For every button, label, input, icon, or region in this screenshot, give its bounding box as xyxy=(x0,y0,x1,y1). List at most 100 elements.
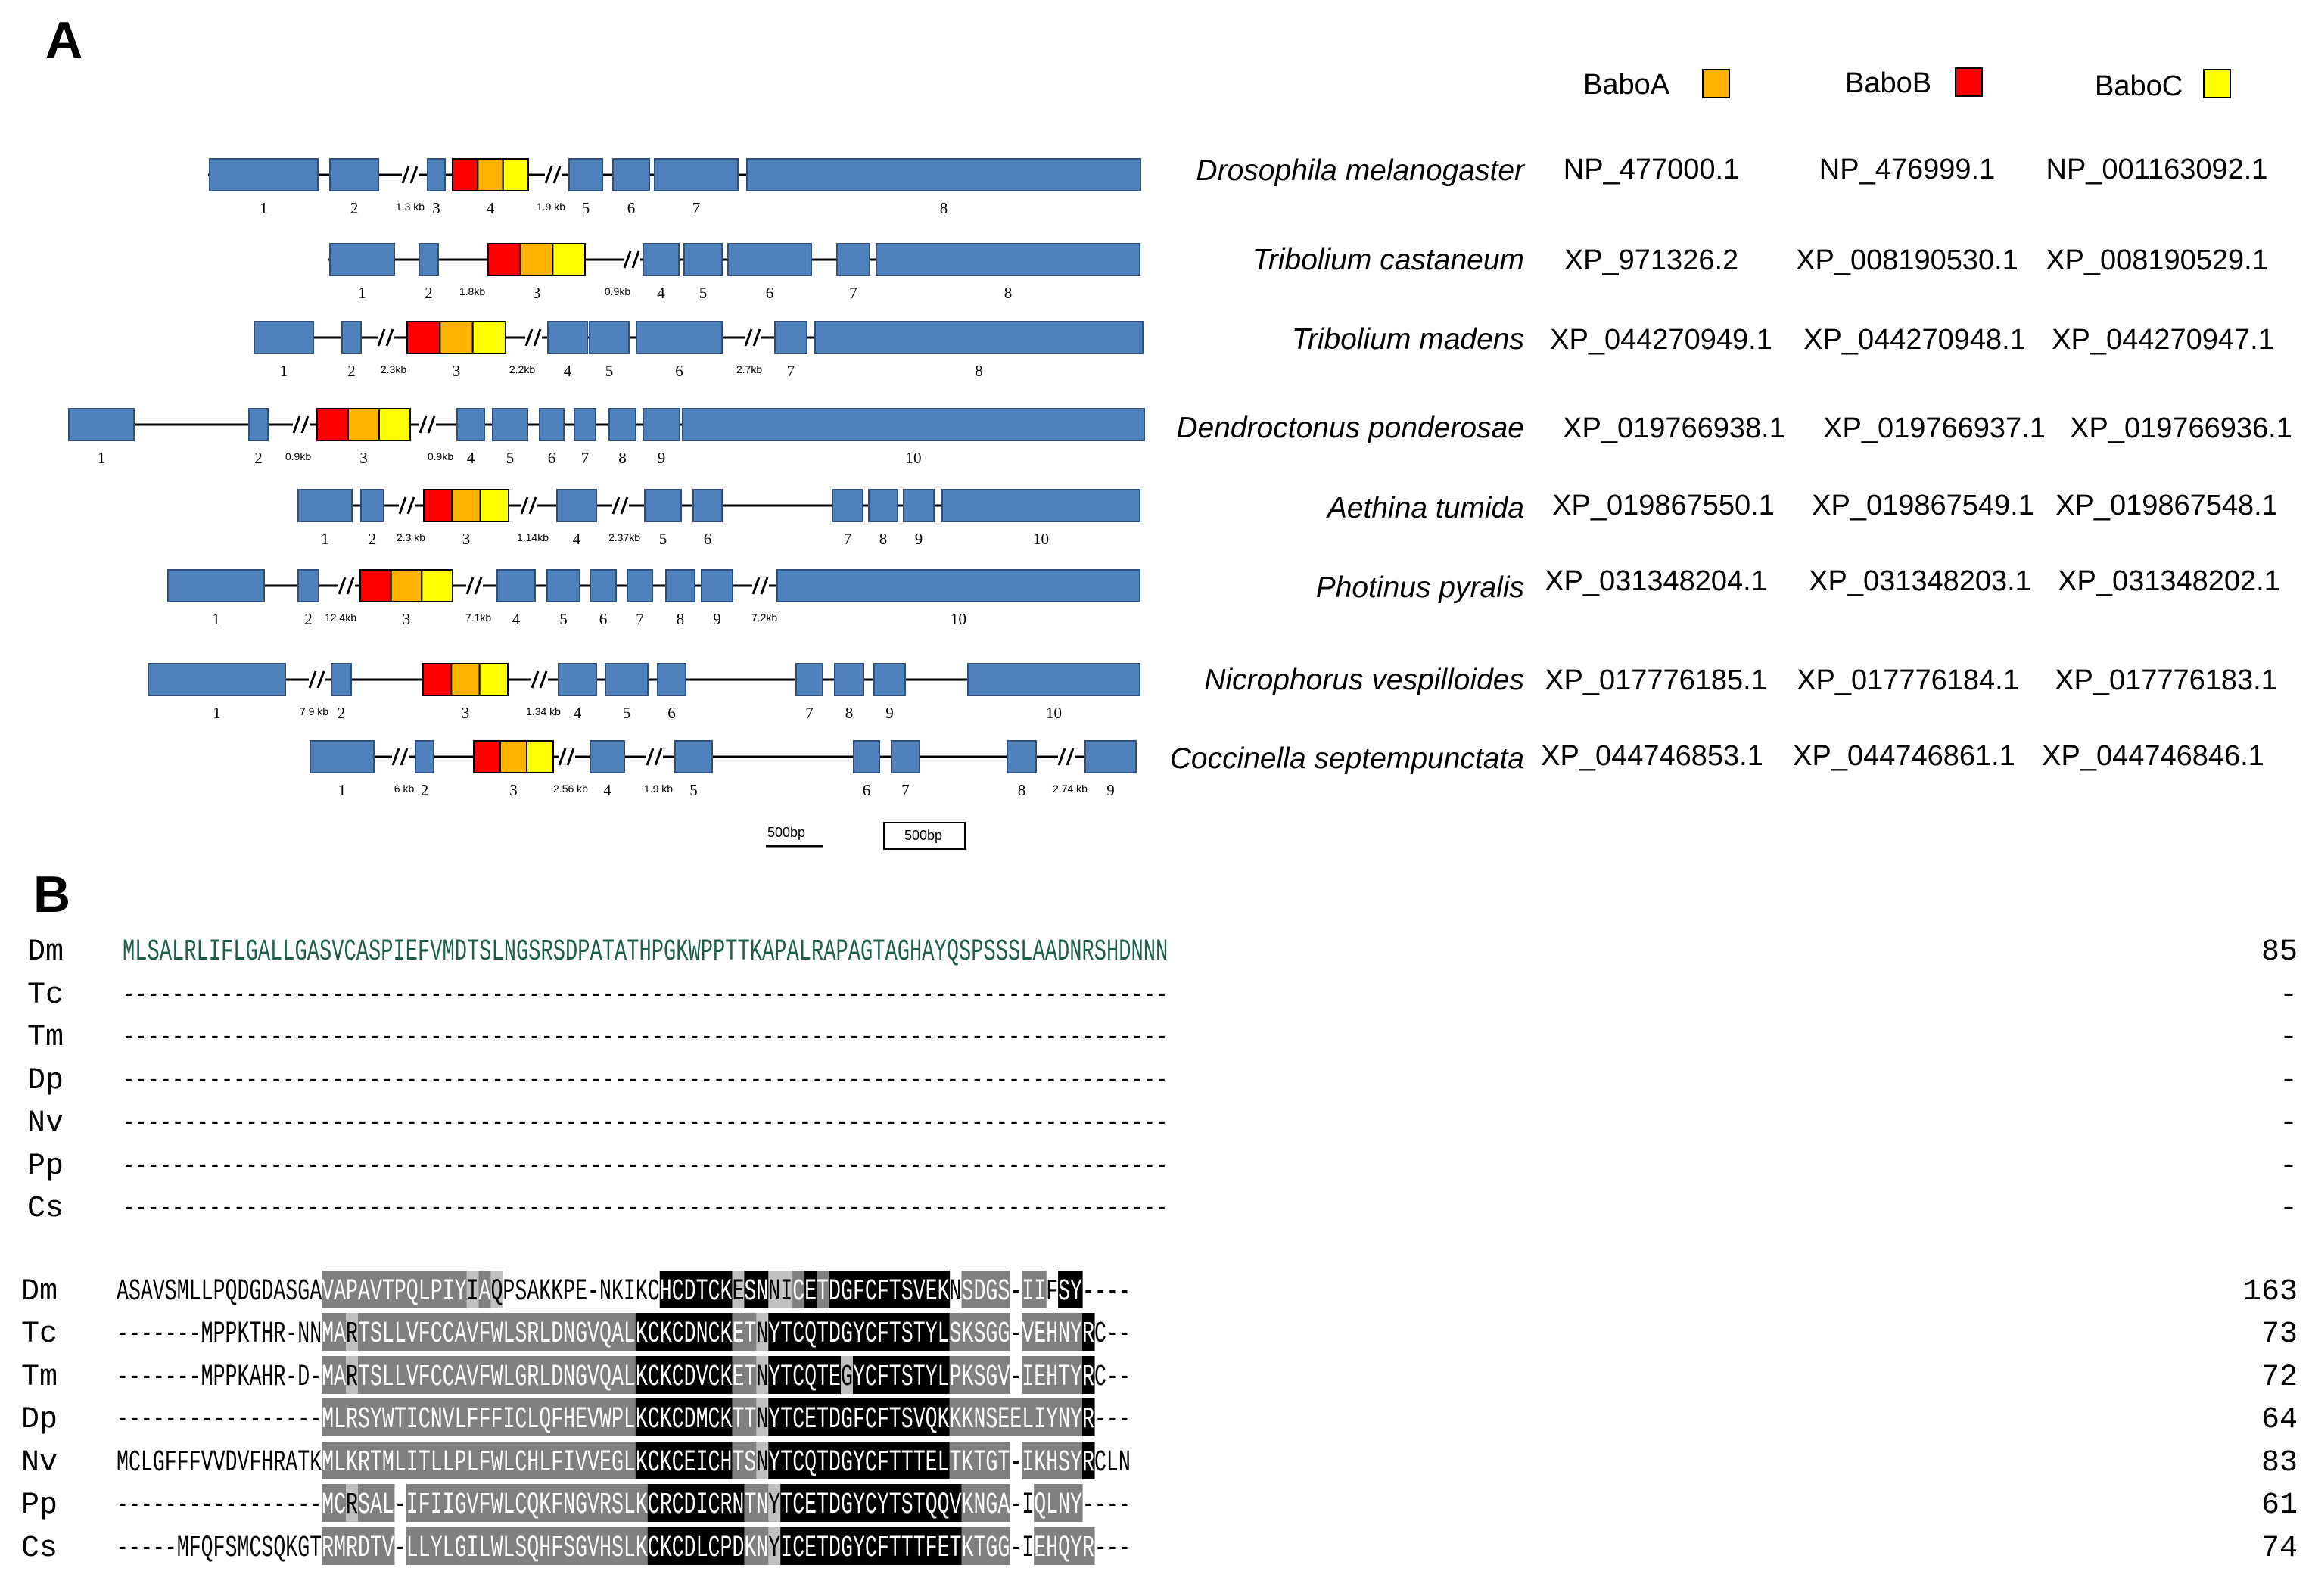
residue-shade xyxy=(876,1484,890,1522)
residue-shade xyxy=(635,1313,649,1351)
residue-shade xyxy=(744,1484,757,1522)
exon-number: 2 xyxy=(254,449,263,467)
residue-shade xyxy=(961,1398,975,1436)
accession-id: XP_031348204.1 xyxy=(1545,565,1767,597)
residue-shade xyxy=(1010,1398,1022,1436)
residue-shade xyxy=(756,1527,769,1565)
exon-box xyxy=(148,663,286,696)
residue-shade xyxy=(720,1271,733,1308)
residue-shade xyxy=(852,1398,866,1436)
residue-shade xyxy=(756,1484,769,1522)
exon-number: 3 xyxy=(359,449,368,467)
residue-shade xyxy=(756,1442,769,1479)
exon-box xyxy=(795,663,823,696)
exon-box xyxy=(456,408,485,441)
residue-shade xyxy=(515,1313,527,1351)
residue-shade xyxy=(961,1484,975,1522)
residue-shade xyxy=(539,1527,552,1565)
residue-shade xyxy=(503,1356,515,1394)
exon-box xyxy=(329,243,395,276)
residue-shade xyxy=(563,1527,576,1565)
residue-shade xyxy=(430,1527,443,1565)
residue-shade xyxy=(515,1356,527,1394)
residue-shade xyxy=(418,1484,431,1522)
intron-length-label: 2.56 kb xyxy=(553,782,588,795)
exon-number: 5 xyxy=(689,781,698,799)
residue-shade xyxy=(430,1484,443,1522)
residue-shade xyxy=(551,1356,564,1394)
residue-shade xyxy=(466,1356,480,1394)
residue-shade xyxy=(708,1271,721,1308)
exon-number: 6 xyxy=(548,449,556,467)
scale-bar: 500bp 500bp xyxy=(766,822,966,850)
sequence-residues: ----------------------------------------… xyxy=(123,1021,1168,1055)
residue-shade xyxy=(852,1356,866,1394)
break-slash xyxy=(623,250,632,269)
break-slash xyxy=(419,415,428,434)
exon-number: 5 xyxy=(506,449,515,467)
intron-length-label: 1.9 kb xyxy=(537,201,565,213)
residue-shade xyxy=(1034,1484,1047,1522)
exon-number: 2 xyxy=(347,362,356,380)
break-slash xyxy=(646,748,655,766)
residue-shade xyxy=(961,1313,975,1351)
residue-shade xyxy=(358,1484,371,1522)
residue-shade xyxy=(937,1398,951,1436)
sequence-name: Dm xyxy=(21,1275,58,1309)
residue-shade xyxy=(937,1484,951,1522)
residue-shade xyxy=(949,1398,963,1436)
residue-shade xyxy=(852,1313,866,1351)
residue-shade xyxy=(611,1356,624,1394)
break-slash xyxy=(558,748,567,766)
alignment-row: Dp-----------------MLRSYWTICNVLFFFICLQFH… xyxy=(21,1398,2298,1437)
residue-count: 73 xyxy=(2261,1318,2298,1352)
intron-length-label: 7.2kb xyxy=(751,611,777,624)
break-mask xyxy=(392,748,409,766)
sequence-residues: -----------------MLRSYWTICNVLFFFICLQFHEV… xyxy=(117,1403,1131,1437)
residue-shade xyxy=(478,1398,492,1436)
accession-id: XP_044270949.1 xyxy=(1550,324,1772,356)
residue-shade xyxy=(720,1527,733,1565)
residue-shade xyxy=(780,1484,793,1522)
residue-shade xyxy=(381,1313,395,1351)
residue-shade xyxy=(864,1398,878,1436)
panel-label-b: B xyxy=(33,866,70,923)
exon-box xyxy=(331,663,352,696)
residue-shade xyxy=(1070,1313,1083,1351)
residue-shade xyxy=(913,1484,926,1522)
residue-shade xyxy=(369,1527,383,1565)
residue-shade xyxy=(780,1398,793,1436)
sequence-residues: ----------------------------------------… xyxy=(123,1106,1168,1140)
exon-box xyxy=(941,489,1140,522)
residue-shade xyxy=(334,1442,347,1479)
residue-shade xyxy=(1046,1527,1059,1565)
residue-shade xyxy=(804,1527,817,1565)
intron-length-label: 1.14kb xyxy=(517,531,549,543)
exon-number: 10 xyxy=(951,610,966,628)
residue-shade xyxy=(623,1356,636,1394)
residue-shade xyxy=(430,1442,443,1479)
residue-count: 74 xyxy=(2261,1532,2298,1566)
break-slash xyxy=(1057,748,1066,766)
residue-shade xyxy=(683,1442,697,1479)
residue-shade xyxy=(1034,1527,1047,1565)
break-slash xyxy=(406,496,415,515)
residue-shade xyxy=(817,1442,829,1479)
accession-id: XP_019867550.1 xyxy=(1552,490,1775,521)
residue-shade xyxy=(611,1484,624,1522)
residue-shade xyxy=(527,1527,540,1565)
residue-count: - xyxy=(2279,978,2298,1013)
residue-shade xyxy=(1082,1313,1095,1351)
residue-shade xyxy=(852,1442,866,1479)
residue-shade xyxy=(334,1356,347,1394)
residue-shade xyxy=(973,1527,986,1565)
residue-shade xyxy=(913,1271,926,1308)
break-mask xyxy=(752,577,769,595)
exon-number: 7 xyxy=(849,284,857,302)
exon-number: 2 xyxy=(421,781,429,799)
accession-id: XP_031348203.1 xyxy=(1809,565,2031,597)
exon-box xyxy=(589,321,630,354)
exon-number: 2 xyxy=(369,530,377,548)
